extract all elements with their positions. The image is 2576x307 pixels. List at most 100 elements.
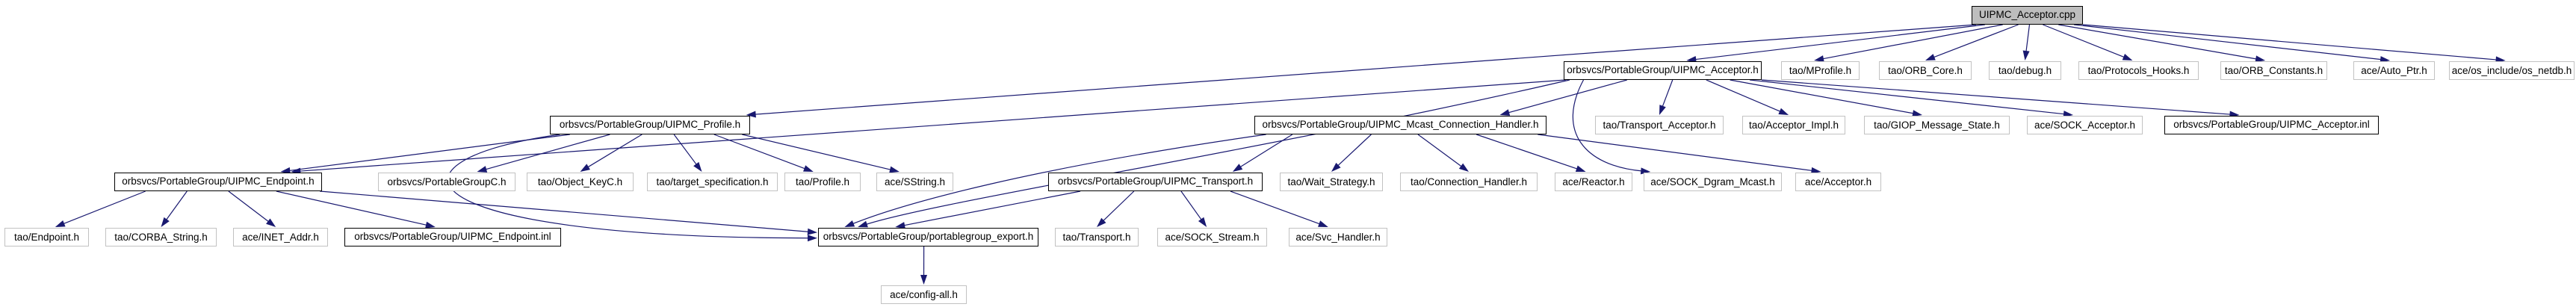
graph-node-giop: tao/GIOP_Message_State.h (1864, 116, 2010, 134)
arrowhead-profile_h-to-object_keyc (580, 164, 590, 172)
edge-cpp-to-orb_core (1933, 24, 2019, 58)
graph-node-sock_dgram: ace/SOCK_Dgram_Mcast.h (1644, 173, 1782, 191)
arrowhead-acc_h-to-mcast_h (1499, 109, 1511, 116)
graph-node-object_keyc: tao/Object_KeyC.h (527, 173, 634, 191)
graph-node-endpoint_h[interactable]: orbsvcs/PortableGroup/UIPMC_Endpoint.h (114, 173, 322, 191)
graph-node-protocols: tao/Protocols_Hooks.h (2078, 61, 2199, 80)
edge-acc_h-to-sock_acc (1750, 79, 2066, 115)
graph-node-mcast_h[interactable]: orbsvcs/PortableGroup/UIPMC_Mcast_Connec… (1254, 116, 1546, 134)
arrowhead-transport_h-to-sock_stream (1198, 217, 1207, 227)
graph-node-sstring: ace/SString.h (876, 173, 953, 191)
arrowhead-cpp-to-profile_h (746, 111, 756, 118)
graph-node-ace_acceptor: ace/Acceptor.h (1795, 173, 1881, 191)
edge-mcast_h-to-conn_handler (1417, 134, 1463, 167)
edge-transport_h-to-svc_handler (1230, 190, 1321, 225)
graph-node-profile_h[interactable]: orbsvcs/PortableGroup/UIPMC_Profile.h (550, 116, 750, 134)
edge-endpoint_h-to-export_h (320, 190, 810, 232)
edge-cpp-to-protocols (2043, 24, 2125, 58)
edge-acc_h-to-mcast_h (1507, 79, 1627, 114)
edge-mcast_h-to-wait (1337, 134, 1372, 167)
arrowhead-acc_h-to-sock_acc (2063, 111, 2073, 118)
edge-cpp-to-profile_h (754, 24, 1977, 115)
graph-node-acc_h[interactable]: orbsvcs/PortableGroup/UIPMC_Acceptor.h (1564, 61, 1762, 80)
graph-node-corba_string: tao/CORBA_String.h (105, 228, 217, 246)
arrowhead-profile_h-to-tao_profile (803, 165, 814, 172)
graph-node-transport_acc: tao/Transport_Acceptor.h (1595, 116, 1724, 134)
arrowhead-cpp-to-orb_core (1925, 54, 1936, 61)
arrowhead-profile_h-to-export_h (807, 235, 817, 242)
edge-profile_h-to-export_h (447, 134, 810, 239)
graph-node-orb_core: tao/ORB_Core.h (1879, 61, 1972, 80)
graph-node-tao_transport: tao/Transport.h (1055, 228, 1139, 246)
edge-acc_h-to-acc_inl (1761, 79, 2232, 115)
arrowhead-mcast_h-to-ace_acceptor (1811, 167, 1821, 174)
arrowhead-mcast_h-to-export_h (844, 220, 855, 227)
graph-node-acc_inl[interactable]: orbsvcs/PortableGroup/UIPMC_Acceptor.inl (2164, 116, 2379, 134)
graph-node-tao_profile: tao/Profile.h (784, 173, 861, 191)
edge-transport_h-to-sock_stream (1180, 190, 1203, 221)
arrowhead-acc_h-to-transport_acc (1659, 105, 1666, 115)
graph-node-transport_h[interactable]: orbsvcs/PortableGroup/UIPMC_Transport.h (1048, 173, 1263, 191)
edge-cpp-to-debug (2025, 24, 2031, 53)
edge-mcast_h-to-transport_h (1239, 134, 1293, 168)
graph-node-inet_addr: ace/INET_Addr.h (233, 228, 328, 246)
graph-node-config_all: ace/config-all.h (881, 285, 967, 304)
edge-acc_h-to-export_h (865, 79, 1570, 226)
edge-cpp-to-auto_ptr (2074, 24, 2383, 61)
edge-cpp-to-os_netdb (2082, 24, 2498, 61)
arrowhead-mcast_h-to-reactor (1575, 165, 1586, 173)
arrowhead-mcast_h-to-wait (1331, 162, 1341, 172)
arrowhead-endpoint_h-to-export_h (807, 228, 817, 235)
edge-cpp-to-mprofile (1821, 24, 2003, 60)
graph-node-os_netdb: ace/os_include/os_netdb.h (2449, 61, 2575, 80)
edge-endpoint_h-to-corba_string (165, 190, 188, 221)
edge-cpp-to-orb_const (2058, 24, 2258, 60)
arrowhead-acc_h-to-sock_dgram (1640, 167, 1651, 175)
edge-acc_h-to-transport_acc (1662, 79, 1674, 108)
edge-transport_h-to-export_h (902, 190, 1081, 226)
graph-node-endpoint_inl[interactable]: orbsvcs/PortableGroup/UIPMC_Endpoint.inl (344, 228, 561, 246)
arrowhead-endpoint_h-to-corba_string (161, 217, 170, 227)
arrowhead-profile_h-to-target_spec (693, 161, 702, 172)
edge-endpoint_h-to-inet_addr (228, 190, 270, 223)
graph-node-tao_endpoint: tao/Endpoint.h (4, 228, 89, 246)
edge-mcast_h-to-ace_acceptor (1538, 134, 1813, 172)
graph-node-sock_acc: ace/SOCK_Acceptor.h (2027, 116, 2143, 134)
edge-endpoint_h-to-endpoint_inl (276, 190, 428, 226)
edge-mcast_h-to-reactor (1476, 134, 1579, 170)
edge-transport_h-to-tao_transport (1102, 190, 1135, 222)
graph-node-svc_handler: ace/Svc_Handler.h (1289, 228, 1387, 246)
arrowhead-endpoint_h-to-tao_endpoint (55, 220, 66, 227)
edge-acc_h-to-endpoint_h (299, 79, 1566, 172)
edge-mcast_h-to-export_h (852, 134, 1266, 225)
arrowhead-export_h-to-config_all (920, 274, 928, 285)
graph-node-pgc: orbsvcs/PortableGroupC.h (378, 173, 515, 191)
arrowhead-acc_h-to-export_h (858, 220, 868, 228)
arrowhead-transport_h-to-svc_handler (1318, 220, 1328, 227)
graph-node-acceptor_impl: tao/Acceptor_Impl.h (1742, 116, 1845, 134)
graph-node-cpp: UIPMC_Acceptor.cpp (1972, 6, 2083, 25)
arrowhead-cpp-to-auto_ptr (2380, 56, 2391, 63)
arrowhead-cpp-to-protocols (2122, 53, 2133, 61)
graph-node-conn_handler: tao/Connection_Handler.h (1400, 173, 1538, 191)
arrowhead-mcast_h-to-conn_handler (1458, 163, 1469, 172)
arrowhead-cpp-to-debug (2022, 50, 2030, 61)
edge-cpp-to-acc_h (1694, 24, 1985, 61)
graph-node-target_spec: tao/target_specification.h (647, 173, 778, 191)
arrowhead-endpoint_h-to-endpoint_inl (425, 221, 436, 229)
edge-profile_h-to-tao_profile (713, 134, 806, 170)
edge-endpoint_h-to-tao_endpoint (62, 190, 146, 225)
edge-profile_h-to-target_spec (673, 134, 698, 166)
graph-node-debug: tao/debug.h (1989, 61, 2061, 80)
graph-node-reactor: ace/Reactor.h (1555, 173, 1632, 191)
arrowhead-profile_h-to-endpoint_h (280, 167, 291, 174)
edge-profile_h-to-pgc (484, 134, 610, 170)
arrowhead-profile_h-to-pgc (477, 166, 488, 173)
arrowhead-profile_h-to-sstring (889, 166, 900, 173)
arrowhead-acc_h-to-giop (1912, 110, 1922, 117)
graph-node-auto_ptr: ace/Auto_Ptr.h (2353, 61, 2435, 80)
arrowhead-cpp-to-orb_const (2255, 55, 2266, 63)
graph-node-export_h[interactable]: orbsvcs/PortableGroup/portablegroup_expo… (818, 228, 1038, 246)
arrowhead-mcast_h-to-transport_h (1232, 164, 1243, 172)
